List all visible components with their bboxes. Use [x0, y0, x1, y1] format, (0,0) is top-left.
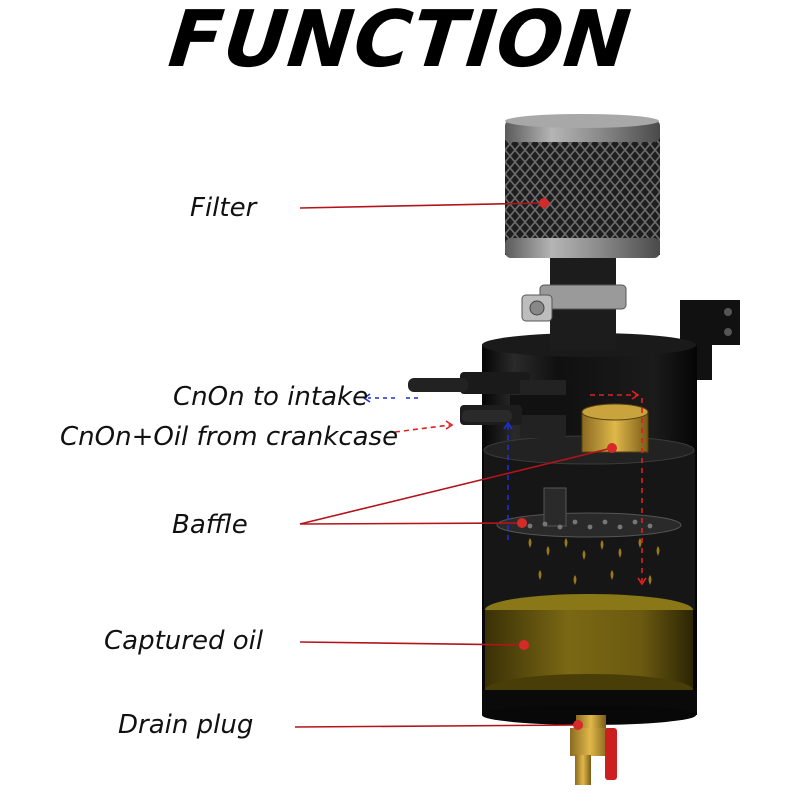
hose-barbs: [408, 372, 570, 438]
label-drain-plug: Drain plug: [118, 710, 254, 740]
label-filter: Filter: [190, 193, 257, 223]
filter-icon: [505, 114, 660, 258]
valve-icon: [570, 715, 617, 785]
baffle-plate: [496, 487, 682, 585]
callout-lines: [294, 198, 617, 730]
hose-clamp-icon: [521, 255, 627, 350]
flow-arrows: [362, 390, 647, 586]
label-captured-oil: Captured oil: [104, 626, 264, 656]
label-to-intake: CnOn to intake: [173, 382, 369, 412]
label-from-crankcase: CnOn+Oil from crankcase: [60, 422, 399, 452]
label-baffle: Baffle: [172, 510, 248, 540]
